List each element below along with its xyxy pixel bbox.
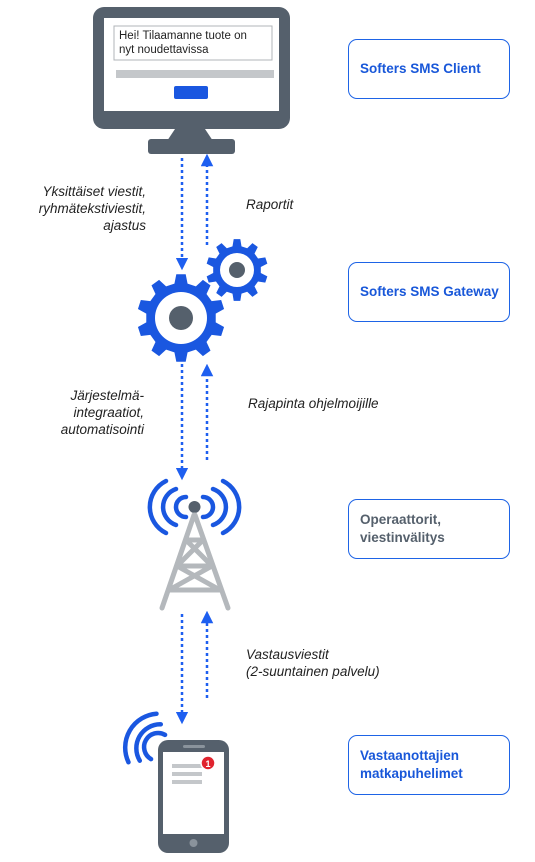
monitor-icon xyxy=(93,7,290,154)
cell-tower-icon xyxy=(147,478,242,611)
callout-recipients: Vastaanottajien matkapuhelimet xyxy=(348,735,510,795)
callout-softers-sms-gateway: Softers SMS Gateway xyxy=(348,262,510,322)
flow-arrows xyxy=(175,153,214,725)
label-single-group-scheduled: Yksittäiset viestit, ryhmätekstiviestit,… xyxy=(38,184,146,233)
label-system-integrations: Järjestelmä- integraatiot, automatisoint… xyxy=(60,388,144,437)
callout-softers-sms-client: Softers SMS Client xyxy=(348,39,510,99)
notification-badge xyxy=(200,755,216,771)
callout-operators: Operaattorit, viestinvälitys xyxy=(348,499,510,559)
gears-icon xyxy=(137,239,268,362)
monitor-message: Hei! Tilaamanne tuote on nyt noudettavis… xyxy=(119,30,247,56)
label-reply-messages: Vastausviestit (2-suuntainen palvelu) xyxy=(246,647,380,679)
smartphone-icon: 1 xyxy=(122,711,229,853)
notification-badge-count: 1 xyxy=(205,759,210,769)
large-gear-icon xyxy=(137,274,225,362)
small-gear-icon xyxy=(206,239,268,301)
label-reports: Raportit xyxy=(246,197,294,212)
label-api-for-developers: Rajapinta ohjelmoijille xyxy=(248,396,379,411)
